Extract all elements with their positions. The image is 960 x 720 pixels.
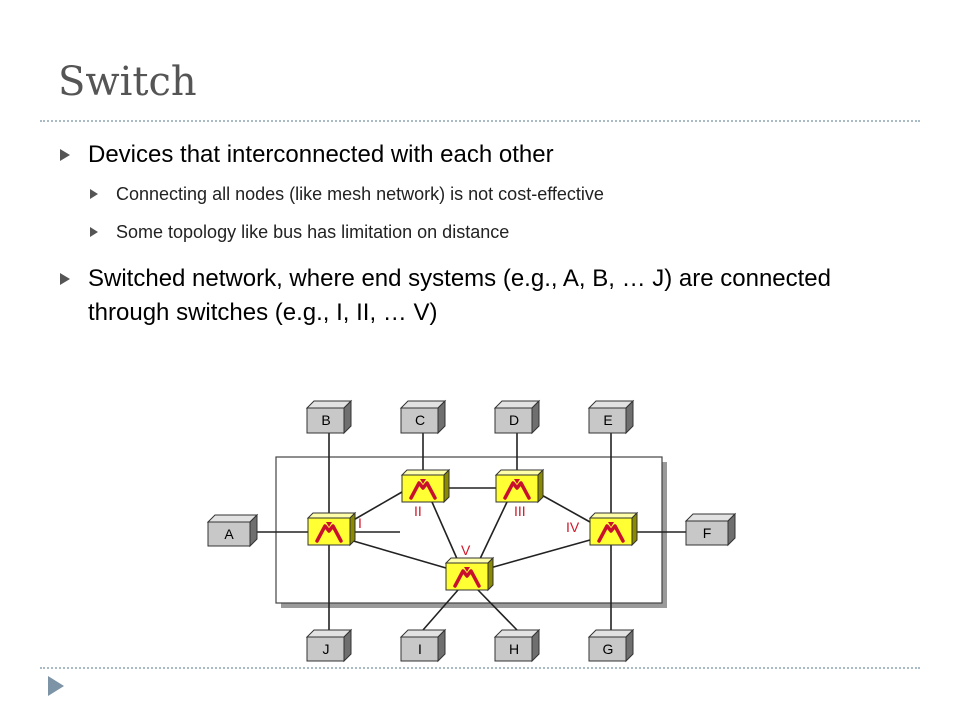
slide-title: Switch [58, 59, 197, 105]
end-system-i: I [399, 628, 447, 663]
end-system-label: C [415, 412, 425, 428]
end-system-g: G [587, 628, 635, 663]
switch-label: I [358, 515, 362, 531]
end-system-c: C [399, 399, 447, 435]
footer-divider [40, 667, 920, 669]
switch-label: V [461, 542, 471, 558]
sub-bullet-bus: Some topology like bus has limitation on… [58, 220, 918, 244]
end-system-b: B [305, 399, 353, 435]
links [257, 433, 686, 631]
bullet-switched-network: Switched network, where end systems (e.g… [58, 262, 918, 330]
end-system-label: B [321, 412, 330, 428]
bullet-text: Switched network, where end systems (e.g… [88, 265, 832, 326]
switch-i: I [306, 511, 362, 547]
slide-marker-icon [48, 676, 64, 696]
end-system-a: A [206, 513, 259, 548]
switch-ii: II [400, 468, 451, 519]
switch-v: V [444, 542, 495, 592]
switch-iii: III [494, 468, 545, 519]
sub-bullet-text: Some topology like bus has limitation on… [116, 222, 510, 242]
end-system-label: J [323, 641, 330, 657]
switch-label: IV [566, 519, 580, 535]
switch-iv: IV [566, 511, 639, 547]
end-system-h: H [493, 628, 541, 663]
end-system-label: H [509, 641, 519, 657]
end-system-e: E [587, 399, 635, 435]
end-system-d: D [493, 399, 541, 435]
switch-label: II [414, 503, 422, 519]
end-system-label: I [418, 641, 422, 657]
bullet-devices: Devices that interconnected with each ot… [58, 138, 918, 172]
title-divider [40, 120, 920, 122]
bullet-arrow-icon [60, 273, 70, 285]
end-system-f: F [684, 512, 737, 547]
sub-bullet-text: Connecting all nodes (like mesh network)… [116, 184, 604, 204]
end-system-label: E [603, 412, 612, 428]
end-system-j: J [305, 628, 353, 663]
bullet-arrow-icon [60, 149, 70, 161]
end-system-label: D [509, 412, 519, 428]
sub-bullet-arrow-icon [90, 189, 98, 199]
end-system-label: F [703, 525, 712, 541]
sub-bullet-mesh: Connecting all nodes (like mesh network)… [58, 182, 918, 206]
end-system-label: A [224, 526, 234, 542]
bullet-text: Devices that interconnected with each ot… [88, 141, 554, 168]
end-system-label: G [603, 641, 614, 657]
switch-label: III [514, 503, 526, 519]
bullet-list: Devices that interconnected with each ot… [58, 138, 918, 336]
sub-bullet-arrow-icon [90, 227, 98, 237]
